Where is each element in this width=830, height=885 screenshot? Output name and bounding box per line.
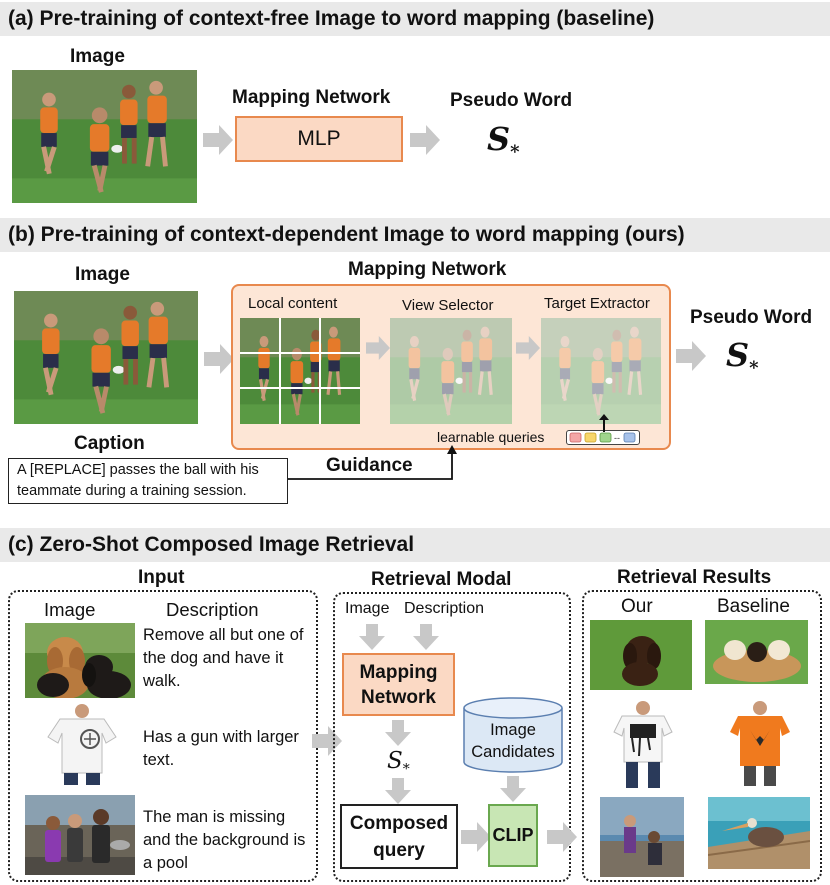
local-content-image — [240, 318, 360, 424]
mapping-network-label-b: Mapping Network — [348, 259, 507, 280]
retrieval-results-label: Retrieval Results — [617, 567, 772, 588]
retrieval-modal-label: Retrieval Modal — [371, 569, 512, 590]
arrow-right-icon — [204, 344, 234, 374]
arrow-right-icon — [461, 822, 491, 852]
arrow-down-icon — [413, 624, 439, 650]
rm-description-label: Description — [404, 600, 485, 617]
section-b-title: (b) Pre-training of context-dependent Im… — [0, 218, 830, 252]
mlp-box: MLP — [235, 116, 403, 162]
image-label-a: Image — [70, 46, 125, 67]
dogs-image — [25, 623, 135, 698]
rm-symbol: S — [387, 748, 403, 774]
image-candidates-cylinder — [463, 697, 563, 773]
arrow-right-icon — [410, 125, 440, 155]
clip-box: CLIP — [488, 804, 538, 867]
arrow-right-icon — [516, 336, 540, 360]
players-image-a — [12, 70, 197, 203]
arrow-right-icon — [676, 341, 706, 371]
input-description-2: Has a gun with larger text. — [143, 728, 299, 769]
image-label-b: Image — [75, 264, 130, 285]
shirt-image — [42, 703, 122, 785]
baseline-result-pelican-image — [708, 797, 810, 869]
view-selector-label: View Selector — [402, 297, 494, 314]
input-image-col-label: Image — [44, 599, 96, 620]
mapping-network-label-a: Mapping Network — [232, 87, 391, 108]
group-image — [25, 795, 135, 875]
caption-label: Caption — [74, 433, 145, 454]
pseudo-symbol: S — [726, 336, 750, 374]
learnable-queries-label: learnable queries — [437, 429, 545, 445]
input-label: Input — [138, 567, 185, 588]
learnable-queries-tokens: -- — [566, 430, 640, 445]
view-selector-image — [390, 318, 512, 424]
query-up-arrow-icon — [599, 414, 609, 432]
local-content-label: Local content — [248, 295, 338, 312]
arrow-down-icon — [359, 624, 385, 650]
rm-image-label: Image — [345, 600, 390, 617]
section-c-title: (c) Zero-Shot Composed Image Retrieval — [0, 528, 830, 562]
pseudo-sub: * — [510, 141, 520, 163]
baseline-result-shirt-image — [730, 700, 790, 786]
arrow-right-icon — [366, 336, 390, 360]
retrieval-modal-panel — [333, 592, 571, 882]
pseudo-word-symbol-b: S* — [726, 336, 759, 378]
our-result-dog-image — [590, 620, 692, 690]
arrow-right-icon — [547, 822, 577, 852]
pseudo-word-label-b: Pseudo Word — [690, 307, 813, 328]
pseudo-symbol: S — [487, 120, 511, 158]
input-desc-col-label: Description — [166, 599, 259, 620]
pseudo-word-symbol-a: S* — [487, 120, 520, 162]
players-image-b — [14, 291, 198, 424]
target-extractor-image — [541, 318, 661, 424]
section-a-title: (a) Pre-training of context-free Image t… — [0, 2, 830, 36]
results-our-label: Our — [621, 596, 653, 617]
retrieval-results-panel — [582, 590, 822, 882]
rm-mapping-network-box: Mapping Network — [342, 653, 455, 716]
arrow-down-icon — [500, 776, 526, 802]
rm-sub: * — [402, 761, 410, 778]
svg-text:--: -- — [614, 433, 620, 443]
arrow-right-icon — [203, 125, 233, 155]
image-candidates-label: Image Candidates — [471, 721, 555, 761]
target-extractor-label: Target Extractor — [544, 295, 650, 312]
our-result-shirt-image — [612, 700, 674, 788]
input-description-1: Remove all but one of the dog and have i… — [143, 626, 304, 690]
results-baseline-label: Baseline — [717, 596, 790, 617]
caption-text-box: A [REPLACE] passes the ball with his tea… — [8, 458, 288, 504]
our-result-pool-image — [600, 797, 684, 877]
guidance-connector — [288, 445, 457, 480]
pseudo-word-label-a: Pseudo Word — [450, 90, 573, 111]
arrow-down-icon — [385, 778, 411, 804]
rm-composed-query-box: Composed query — [340, 804, 458, 869]
guidance-label: Guidance — [326, 455, 413, 476]
baseline-result-puppies-image — [705, 620, 808, 684]
input-description-3: The man is missing and the background is… — [143, 808, 306, 872]
pseudo-sub: * — [749, 357, 759, 379]
arrow-down-icon — [385, 720, 411, 746]
rm-pseudo-word-symbol: S* — [387, 748, 410, 778]
